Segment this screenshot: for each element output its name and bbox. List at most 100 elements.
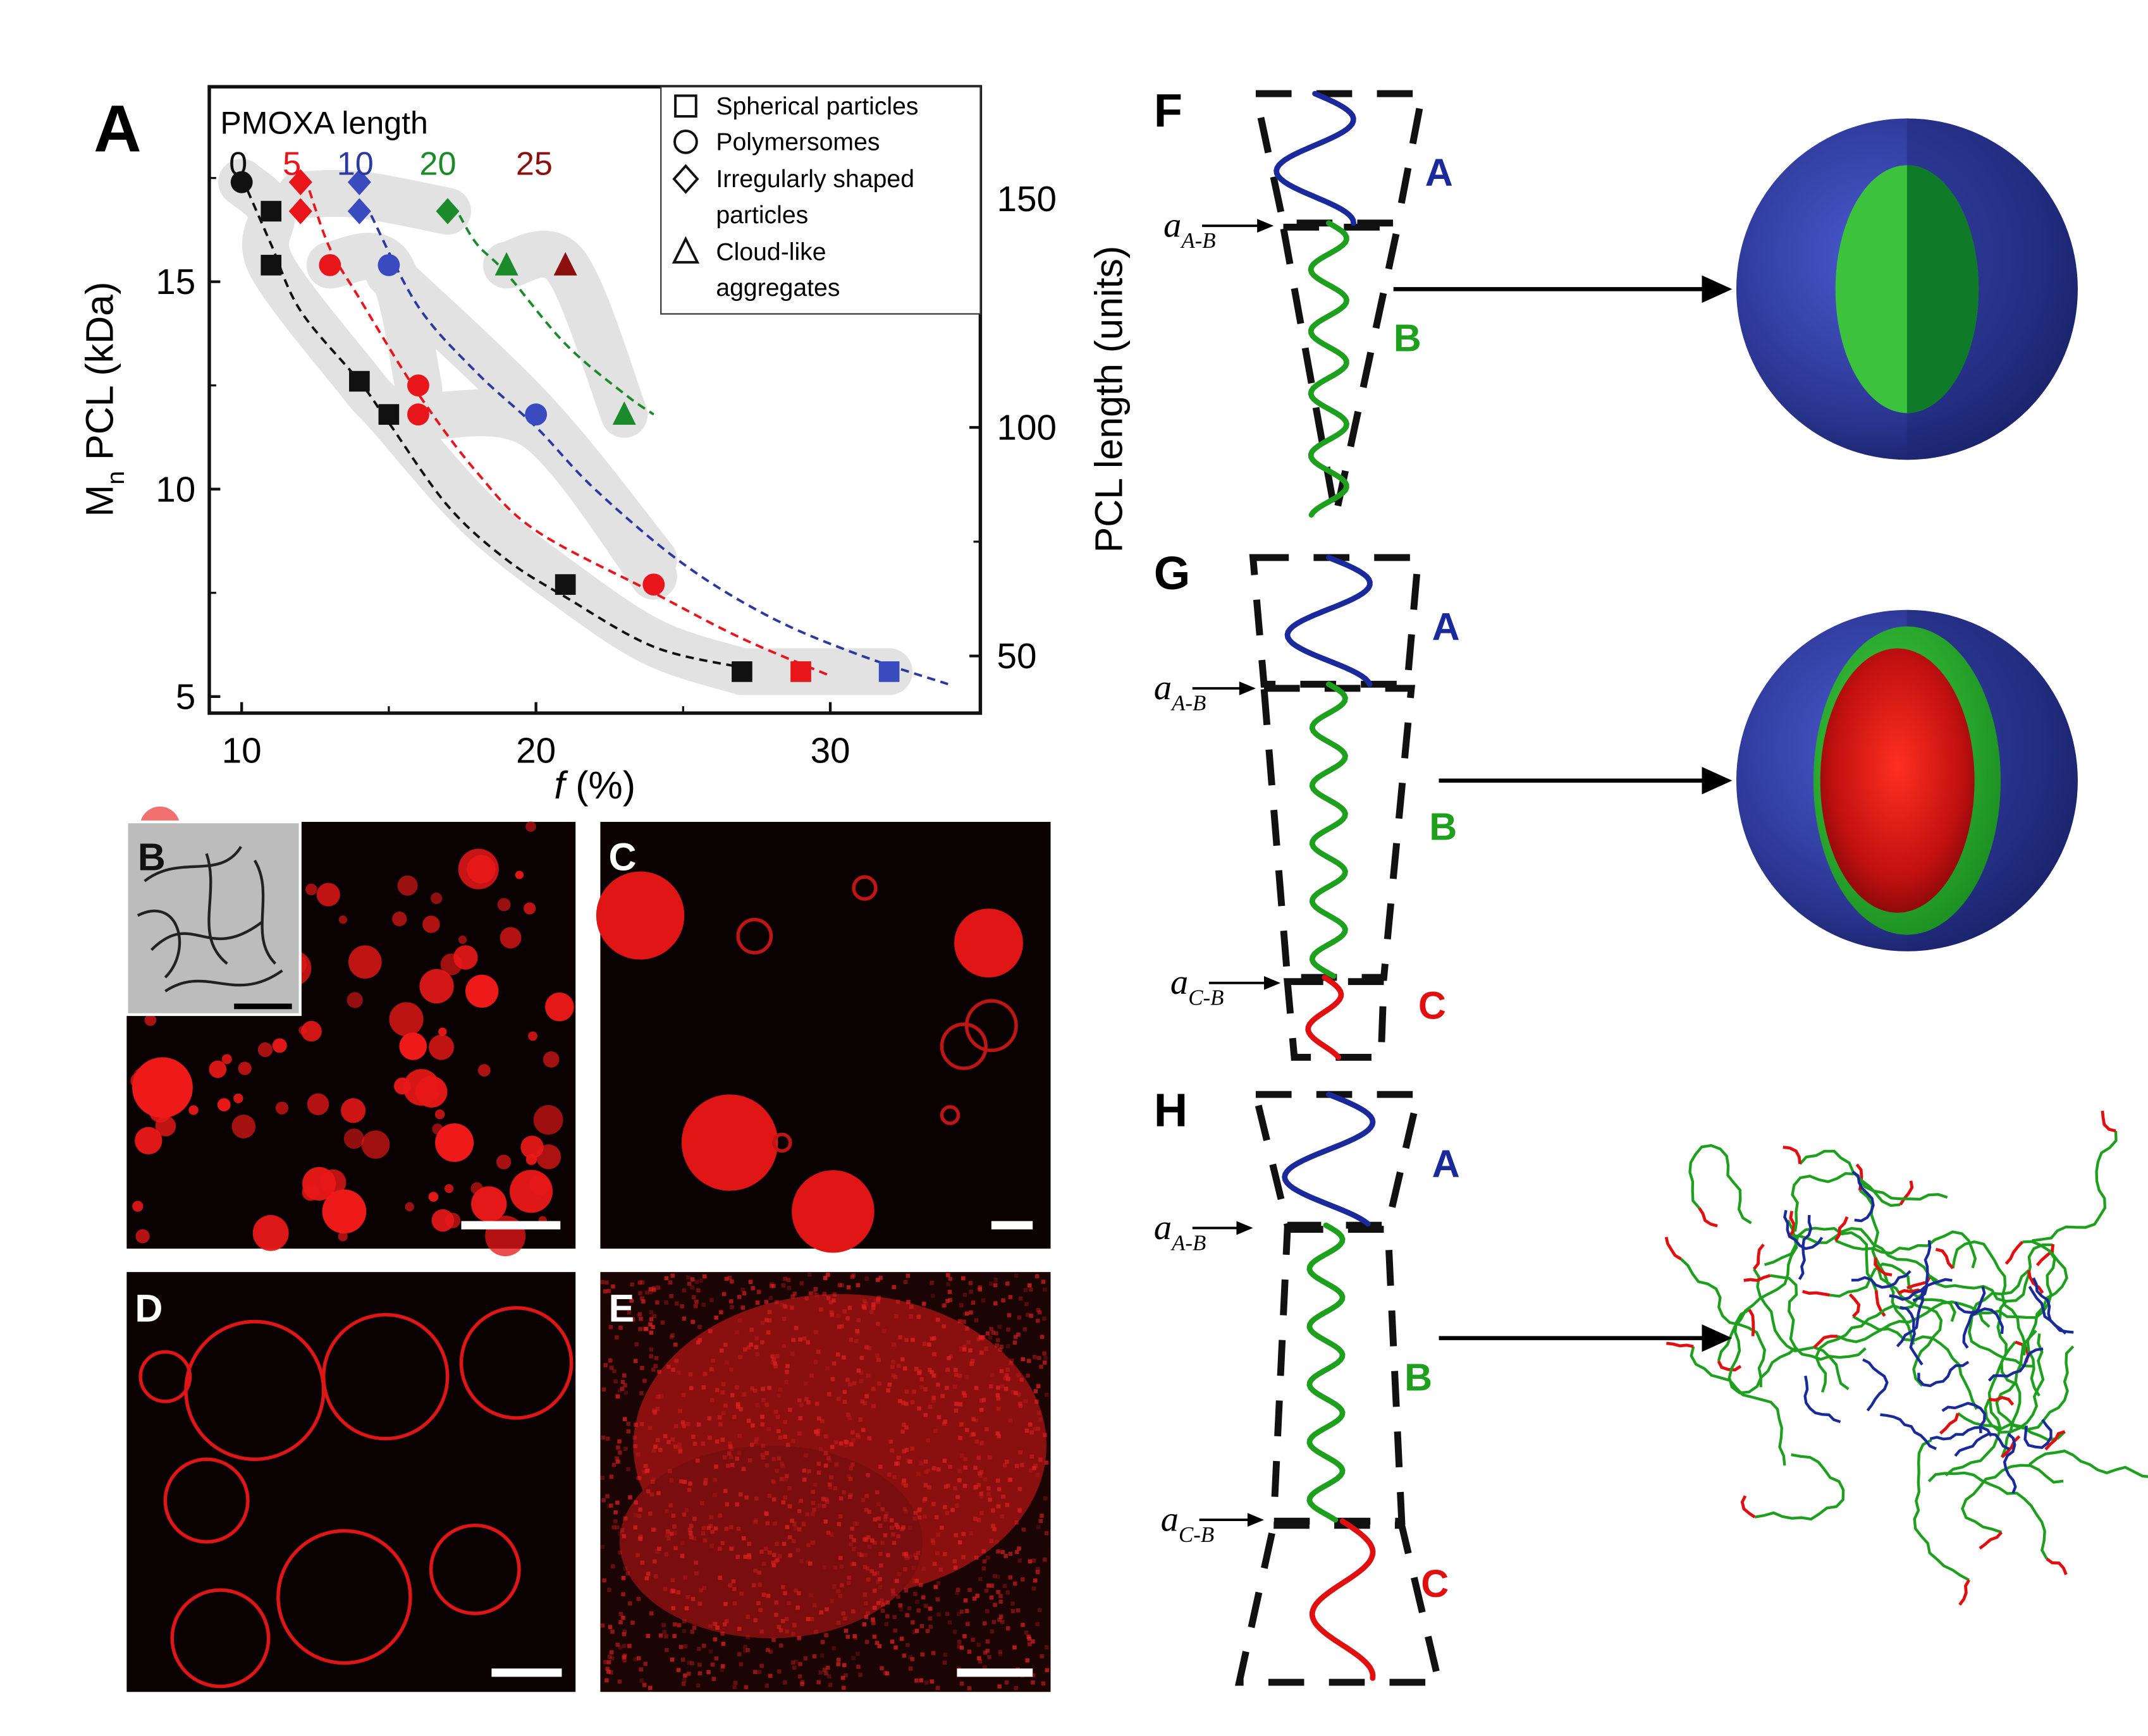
polymer-strand: [2035, 1244, 2055, 1266]
noise-speck: [849, 1442, 854, 1446]
particle: [135, 1229, 150, 1244]
noise-speck: [677, 1623, 682, 1627]
noise-speck: [916, 1314, 921, 1319]
noise-speck: [737, 1627, 742, 1631]
noise-speck: [802, 1477, 807, 1482]
polymer-strand: [1939, 1412, 1960, 1435]
noise-speck: [683, 1575, 688, 1580]
noise-speck: [816, 1428, 821, 1433]
noise-speck: [759, 1629, 764, 1634]
particle: [361, 1130, 390, 1159]
noise-speck: [717, 1415, 722, 1420]
noise-speck: [782, 1316, 787, 1321]
noise-speck: [958, 1436, 962, 1440]
noise-speck: [797, 1431, 802, 1436]
noise-speck: [687, 1672, 691, 1676]
noise-speck: [819, 1653, 825, 1658]
noise-speck: [964, 1311, 969, 1316]
noise-speck: [666, 1364, 671, 1369]
noise-speck: [612, 1369, 617, 1374]
noise-speck: [747, 1553, 751, 1558]
noise-speck: [902, 1478, 906, 1483]
noise-speck: [668, 1503, 673, 1508]
noise-speck: [730, 1305, 734, 1309]
noise-speck: [1005, 1367, 1010, 1372]
noise-speck: [1035, 1570, 1040, 1575]
noise-speck: [622, 1373, 627, 1378]
pmoxa-length-label: 10: [337, 146, 374, 183]
particle: [465, 974, 499, 1008]
noise-speck: [963, 1465, 967, 1470]
noise-speck: [976, 1337, 981, 1342]
noise-speck: [904, 1551, 909, 1556]
particle: [252, 1214, 289, 1251]
noise-speck: [971, 1417, 976, 1422]
noise-speck: [836, 1620, 841, 1625]
noise-speck: [714, 1464, 718, 1469]
noise-speck: [653, 1574, 658, 1579]
noise-speck: [694, 1571, 699, 1576]
noise-speck: [1022, 1327, 1028, 1331]
noise-speck: [788, 1553, 793, 1558]
polymer-strand: [1912, 1240, 1932, 1302]
noise-speck: [832, 1361, 837, 1366]
noise-speck: [969, 1310, 973, 1315]
noise-speck: [903, 1567, 907, 1572]
data-point-square: [790, 661, 811, 682]
particle: [403, 1068, 440, 1106]
noise-speck: [640, 1280, 645, 1285]
noise-speck: [622, 1644, 627, 1648]
noise-speck: [1014, 1520, 1019, 1525]
noise-speck: [930, 1679, 935, 1684]
polymer-strand: [1913, 1438, 1970, 1582]
noise-speck: [866, 1535, 871, 1540]
polymer-strand: [1802, 1290, 1830, 1297]
noise-speck: [897, 1572, 901, 1577]
noise-speck: [672, 1524, 677, 1529]
noise-speck: [861, 1427, 866, 1433]
particle: [528, 1031, 537, 1041]
particle: [428, 1192, 439, 1202]
noise-speck: [703, 1477, 708, 1482]
noise-speck: [902, 1366, 907, 1371]
noise-speck: [737, 1295, 742, 1299]
polymer-strand: [1899, 1305, 1924, 1366]
x-tick-label: 30: [811, 730, 850, 770]
noise-speck: [615, 1394, 620, 1399]
noise-speck: [764, 1402, 769, 1407]
noise-speck: [912, 1516, 918, 1521]
polymer-strand: [1752, 1268, 1850, 1390]
noise-speck: [733, 1680, 738, 1685]
noise-speck: [621, 1575, 626, 1580]
noise-speck: [751, 1423, 755, 1428]
noise-speck: [856, 1331, 861, 1336]
noise-speck: [694, 1299, 699, 1304]
polymer-strand: [2101, 1110, 2116, 1133]
noise-speck: [919, 1385, 924, 1390]
noise-speck: [842, 1355, 846, 1360]
noise-speck: [845, 1378, 850, 1382]
noise-speck: [924, 1469, 928, 1474]
noise-speck: [849, 1466, 854, 1470]
noise-speck: [642, 1470, 646, 1475]
noise-speck: [606, 1436, 610, 1441]
noise-speck: [837, 1522, 842, 1527]
noise-speck: [795, 1548, 801, 1553]
noise-speck: [902, 1507, 907, 1512]
noise-speck: [1014, 1391, 1018, 1395]
noise-speck: [787, 1286, 792, 1290]
noise-speck: [885, 1671, 890, 1676]
noise-speck: [766, 1647, 770, 1653]
noise-speck: [933, 1585, 938, 1589]
noise-speck: [909, 1304, 914, 1309]
noise-speck: [722, 1622, 727, 1627]
noise-speck: [790, 1294, 795, 1299]
noise-speck: [1037, 1310, 1042, 1315]
noise-speck: [797, 1674, 802, 1678]
noise-speck: [696, 1683, 701, 1688]
noise-speck: [790, 1519, 794, 1523]
noise-speck: [797, 1398, 802, 1403]
polymer-chain: [1284, 554, 1373, 687]
noise-speck: [816, 1350, 821, 1354]
noise-speck: [932, 1562, 937, 1567]
